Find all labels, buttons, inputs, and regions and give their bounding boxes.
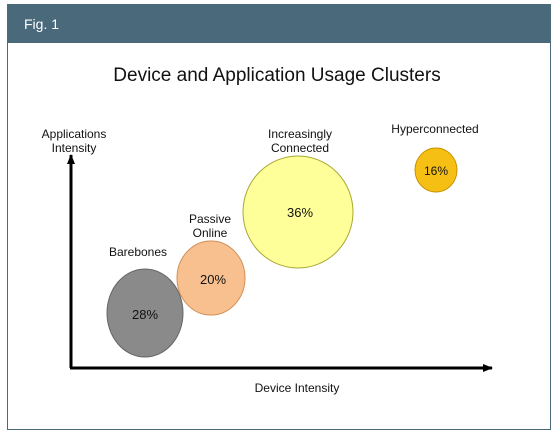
- cluster-barebones: 28% Barebones: [106, 245, 184, 358]
- cluster-barebones-value: 28%: [132, 307, 158, 322]
- x-axis-label: Device Intensity: [255, 381, 340, 395]
- cluster-passive-online-label-line2: Online: [193, 226, 228, 240]
- figure-header: Fig. 1: [8, 5, 550, 43]
- cluster-passive-online-value: 20%: [200, 272, 226, 287]
- cluster-hyperconnected-value: 16%: [424, 164, 448, 178]
- cluster-increasingly-connected-bubble: [242, 155, 354, 269]
- cluster-passive-online-label-line1: Passive: [189, 212, 231, 226]
- cluster-increasingly-connected-label-line2: Connected: [271, 141, 329, 155]
- cluster-hyperconnected-bubble: [414, 147, 458, 193]
- cluster-passive-online-bubble: [176, 240, 246, 316]
- figure-frame: Fig. 1: [7, 4, 551, 430]
- cluster-barebones-label: Barebones: [109, 245, 167, 259]
- cluster-passive-online: 20% Passive Online: [176, 212, 246, 316]
- y-axis-label-line1: Applications: [42, 127, 107, 141]
- cluster-hyperconnected-label: Hyperconnected: [391, 122, 478, 136]
- cluster-hyperconnected: 16% Hyperconnected: [391, 122, 479, 193]
- cluster-barebones-bubble: [106, 268, 184, 358]
- cluster-increasingly-connected: 36% Increasingly Connected: [242, 127, 354, 269]
- cluster-increasingly-connected-label-line1: Increasingly: [268, 127, 332, 141]
- figure-label: Fig. 1: [24, 16, 60, 32]
- diagram-title: Device and Application Usage Clusters: [113, 65, 440, 86]
- cluster-increasingly-connected-value: 36%: [287, 205, 313, 220]
- y-axis-label-line2: Intensity: [52, 141, 97, 155]
